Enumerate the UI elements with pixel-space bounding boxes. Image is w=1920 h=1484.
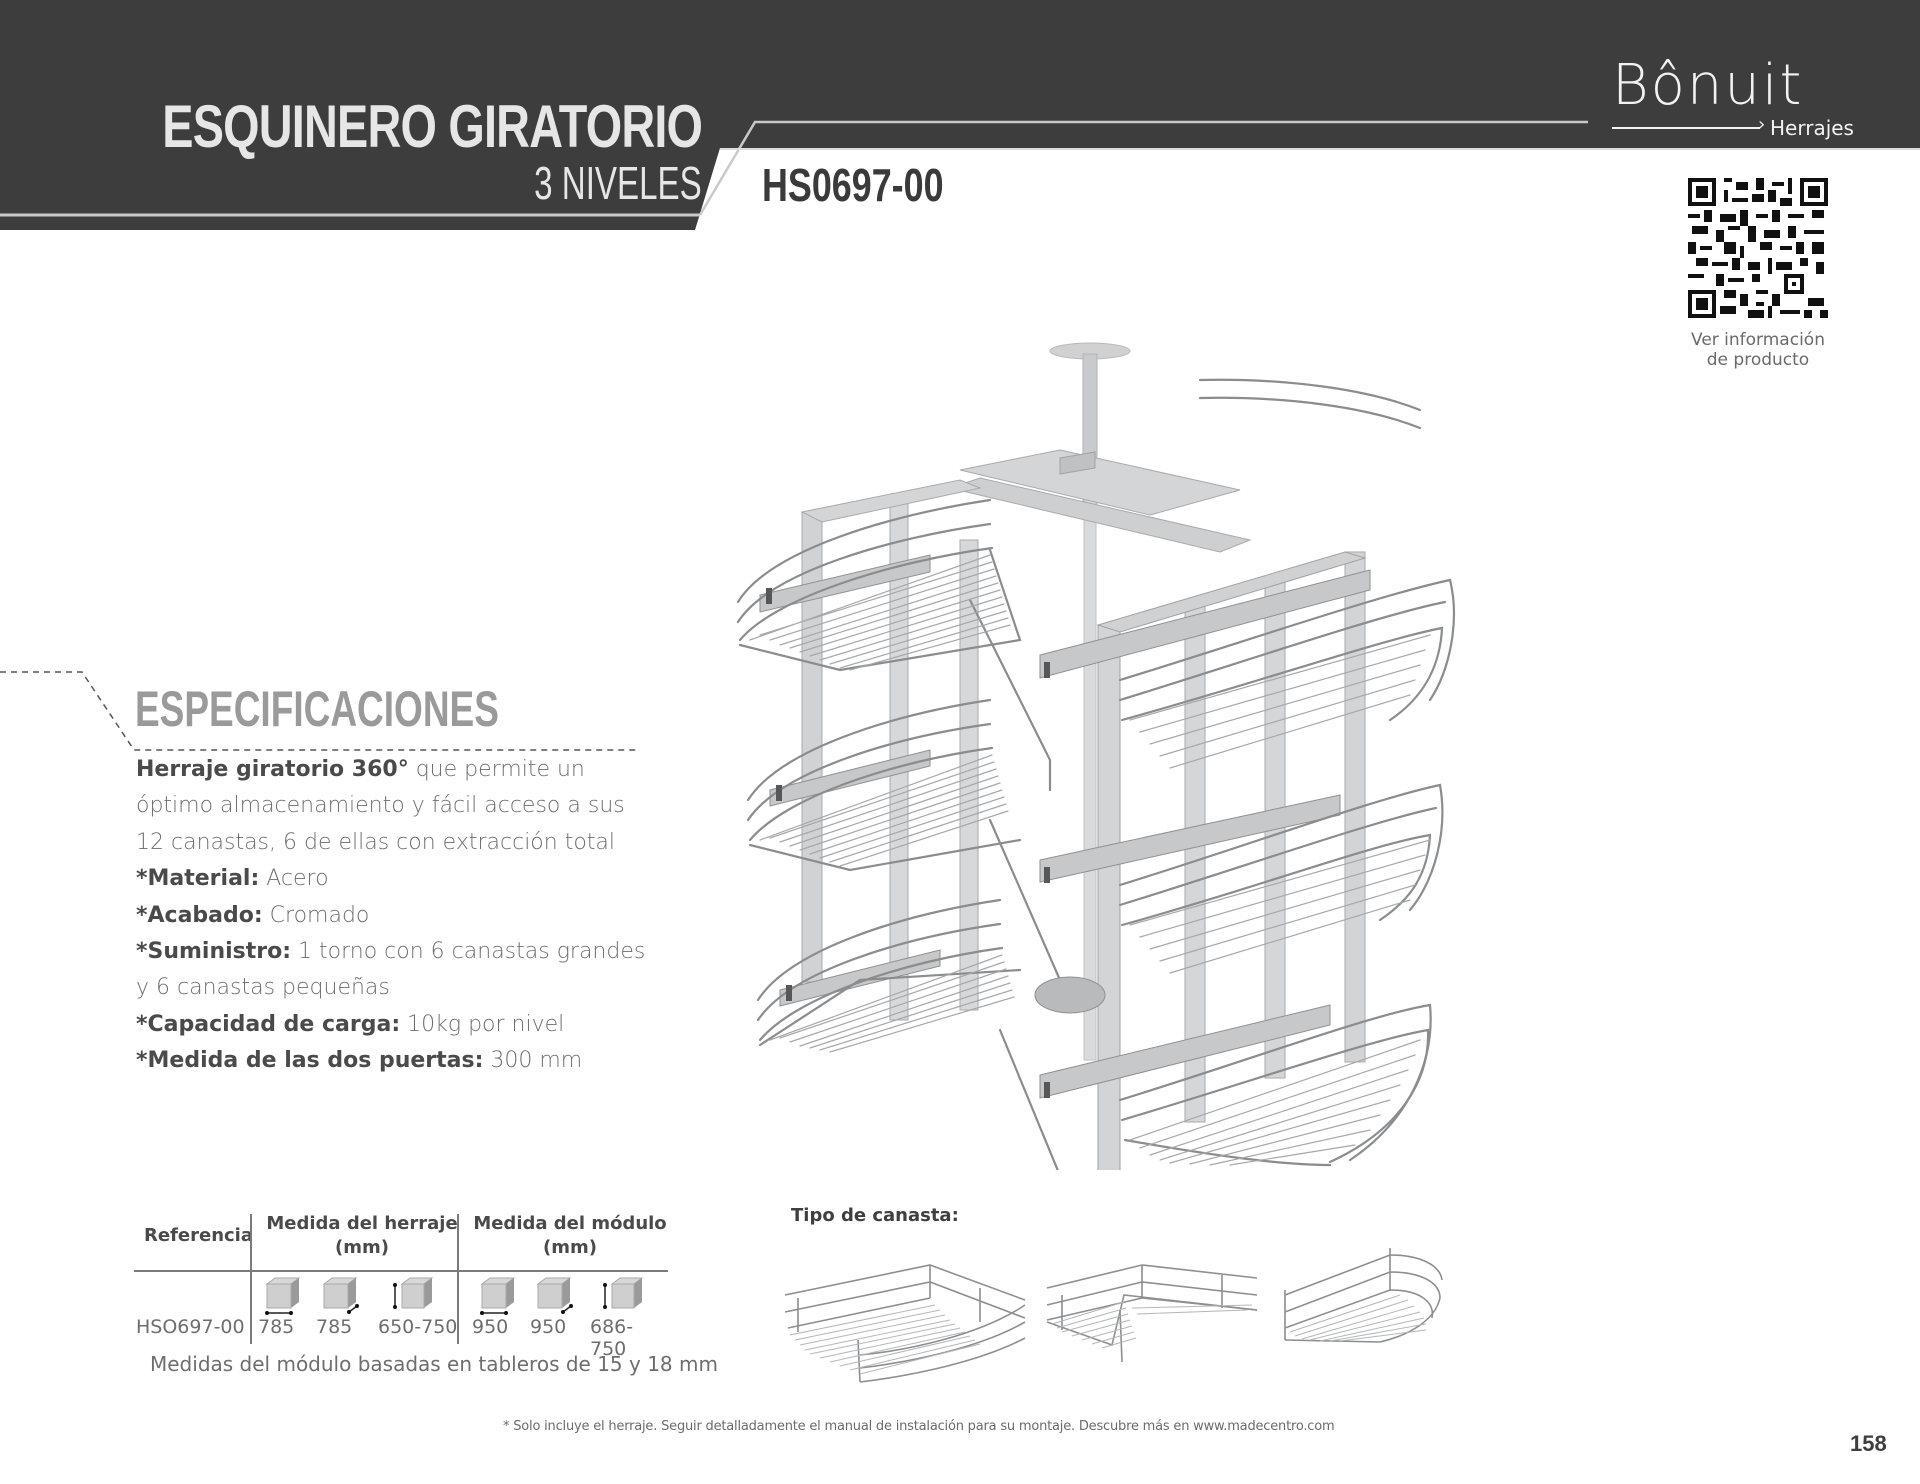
header-hardware-line-1: Medida del herraje <box>266 1213 458 1234</box>
spec-title: ESPECIFICACIONES <box>135 681 499 737</box>
spec-intro-rest: que permite un <box>408 757 585 782</box>
header-hardware: Medida del herraje (mm) <box>252 1212 472 1260</box>
qr-code-icon[interactable] <box>1688 178 1828 318</box>
header-background <box>0 0 1920 230</box>
table-note: Medidas del módulo basadas en tableros d… <box>150 1352 718 1376</box>
page-subtitle: 3 NIVELES <box>534 157 702 209</box>
qr-caption-line-2: de producto <box>1706 350 1810 370</box>
spec-value: 300 mm <box>483 1048 583 1074</box>
cell-hardware-height: 650-750 <box>378 1316 458 1338</box>
cell-module-width: 950 <box>472 1316 509 1338</box>
spec-finish: *Acabado: Cromado <box>136 898 656 934</box>
product-code: HS0697-00 <box>762 159 944 211</box>
header-reference: Referencia <box>144 1225 253 1246</box>
corner-basket-icon <box>1046 1264 1258 1363</box>
spec-intro-bold: Herraje giratorio 360° <box>136 757 409 782</box>
spec-label: *Medida de las dos puertas: <box>136 1048 484 1074</box>
spec-label: *Acabado: <box>136 902 263 928</box>
spec-value: 1 torno con 6 canastas grandes <box>291 939 646 965</box>
cell-hardware-width: 785 <box>258 1316 295 1338</box>
spec-line: 12 canastas, 6 de ellas con extracción t… <box>136 829 616 855</box>
spec-value: y 6 canastas pequeñas <box>136 975 390 1001</box>
basket-type-label: Tipo de canasta: <box>791 1205 959 1226</box>
spec-door-size: *Medida de las dos puertas: 300 mm <box>136 1043 656 1079</box>
page-title: ESQUINERO GIRATORIO <box>162 93 703 160</box>
qr-caption: Ver información de producto <box>1660 330 1856 370</box>
spec-value: Cromado <box>262 902 370 928</box>
product-image <box>730 340 1470 1202</box>
spec-label: *Capacidad de carga: <box>136 1011 401 1037</box>
header-hardware-line-2: (mm) <box>335 1237 389 1258</box>
cell-module-depth: 950 <box>530 1316 567 1338</box>
page-number: 158 <box>1850 1431 1887 1456</box>
height-cube-icon <box>603 1277 644 1309</box>
brand-sub: › Herrajes <box>1612 114 1862 140</box>
width-cube-icon <box>265 1277 301 1315</box>
spec-intro: Herraje giratorio 360° que permite un <box>136 752 656 788</box>
qr-caption-line-1: Ver información <box>1691 330 1825 350</box>
spec-label: *Suministro: <box>136 939 292 965</box>
small-curved-basket-icon <box>1284 1248 1443 1343</box>
large-curved-basket-icon <box>784 1264 1026 1383</box>
depth-cube-icon <box>536 1277 573 1314</box>
brand-name: Bônuit <box>1612 53 1804 118</box>
table-divider <box>250 1214 252 1344</box>
cell-hardware-depth: 785 <box>316 1316 353 1338</box>
depth-cube-icon <box>322 1277 359 1314</box>
table-header-rule <box>134 1270 668 1272</box>
brand-logo: Bônuit › Herrajes <box>1612 53 1862 140</box>
chevron-right-icon: › <box>1758 114 1766 135</box>
header-module-line-1: Medida del módulo <box>473 1213 667 1234</box>
height-cube-icon <box>393 1277 434 1309</box>
spec-label: *Material: <box>136 866 260 892</box>
cell-module-height: 686-750 <box>590 1316 634 1360</box>
footnote: * Solo incluye el herraje. Seguir detall… <box>503 1419 1335 1434</box>
spec-value: Acero <box>259 866 329 892</box>
header-module: Medida del módulo (mm) <box>460 1212 680 1260</box>
spec-supply: *Suministro: 1 torno con 6 canastas gran… <box>136 934 656 970</box>
spec-line: óptimo almacenamiento y fácil acceso a s… <box>136 793 625 819</box>
cell-reference: HSO697-00 <box>136 1316 245 1338</box>
brand-underline <box>1612 127 1760 129</box>
brand-sub-label: Herrajes <box>1770 116 1854 140</box>
spec-material: *Material: Acero <box>136 861 656 897</box>
width-cube-icon <box>480 1277 516 1315</box>
spec-supply-cont: y 6 canastas pequeñas <box>136 970 656 1006</box>
spec-capacity: *Capacidad de carga: 10kg por nivel <box>136 1007 656 1043</box>
spec-value: 10kg por nivel <box>400 1011 565 1037</box>
table-divider <box>457 1214 459 1344</box>
spec-body: Herraje giratorio 360° que permite un óp… <box>136 752 656 1080</box>
header-band: ESQUINERO GIRATORIO 3 NIVELES HS0697-00 … <box>0 0 1920 230</box>
header-module-line-2: (mm) <box>543 1237 597 1258</box>
